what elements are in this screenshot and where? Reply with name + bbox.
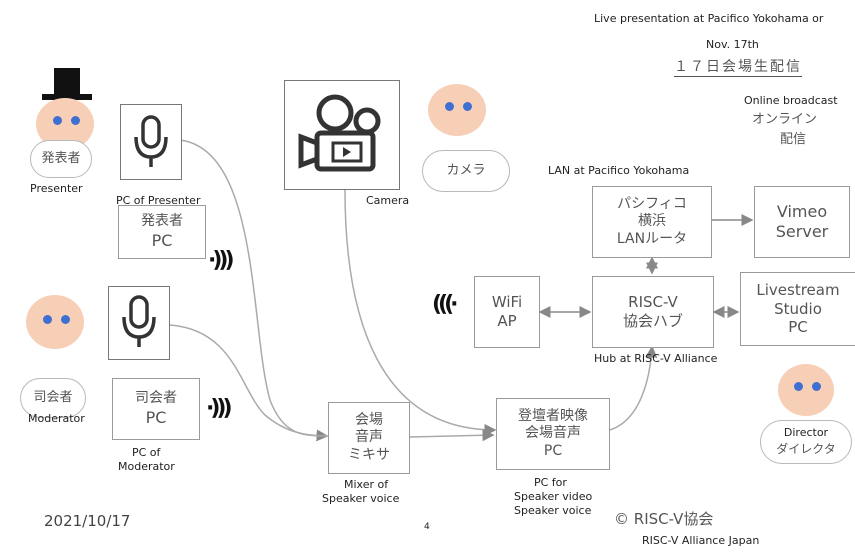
- moderator-pc-box: 司会者 PC: [112, 378, 200, 440]
- footer-organization: RISC-V Alliance Japan: [642, 534, 760, 547]
- header-line-3: １７日会場生配信: [674, 56, 802, 77]
- camera-label: Camera: [366, 194, 410, 207]
- presenter-pc-caption: PC of Presenter: [116, 194, 201, 207]
- camera-person-bubble: カメラ: [422, 150, 510, 192]
- moderator-jp: 司会者: [33, 390, 73, 406]
- router-caption: LAN at Pacifico Yokohama: [548, 164, 690, 177]
- online-broadcast-jp-1: オンライン: [752, 112, 818, 127]
- hub-line-1: RISC-V: [628, 293, 678, 312]
- moderator-microphone-icon: [108, 286, 170, 360]
- speaker-pc-line-1: 登壇者映像: [518, 407, 588, 424]
- line-speaker-pc-to-hub: [609, 345, 658, 431]
- wireless-signal-icon: ·))): [206, 396, 232, 421]
- moderator-pc-pc: PC: [145, 407, 167, 427]
- online-broadcast-jp-2: 配信: [780, 132, 807, 147]
- speaker-pc-line-2: 会場音声: [525, 425, 581, 442]
- header-line-2: Nov. 17th: [706, 38, 759, 51]
- moderator-pc-jp: 司会者: [135, 390, 177, 407]
- hub-caption: Hub at RISC-V Alliance: [594, 352, 718, 365]
- director-face: [778, 364, 834, 416]
- director-en: Director: [783, 426, 829, 440]
- livestream-line-1: Livestream: [756, 280, 840, 299]
- top-hat-icon: [42, 68, 92, 104]
- moderator-pc-caption-1: PC of: [132, 446, 161, 459]
- footer-page-number: 4: [424, 522, 430, 532]
- vimeo-line-1: Vimeo: [776, 202, 828, 221]
- wifi-line-1: WiFi: [491, 293, 523, 312]
- presenter-microphone-icon: [120, 104, 182, 180]
- video-camera-icon: [284, 80, 400, 190]
- livestream-line-2: Studio: [774, 299, 822, 318]
- moderator-bubble: 司会者: [20, 378, 86, 418]
- wifi-ap-box: WiFi AP: [474, 276, 540, 348]
- presenter-jp: 発表者: [41, 151, 81, 167]
- footer-copyright: © RISC-V協会: [614, 510, 714, 528]
- lan-router-box: パシフィコ 横浜 LANルータ: [592, 186, 712, 258]
- moderator-face: [26, 295, 84, 349]
- speaker-pc-caption-2: Speaker video: [514, 490, 593, 503]
- wireless-signal-icon: ·))): [208, 248, 234, 273]
- mixer-caption-1: Mixer of: [344, 478, 389, 491]
- wifi-line-2: AP: [497, 312, 517, 330]
- director-bubble: Director ダイレクタ: [760, 420, 852, 464]
- speaker-pc-caption-3: Speaker voice: [514, 504, 592, 517]
- header-line-1: Live presentation at Pacifico Yokohama o…: [594, 12, 824, 25]
- line-mixer-to-speaker-pc: [409, 429, 495, 442]
- livestream-line-3: PC: [788, 318, 808, 337]
- presenter-bubble: 発表者: [30, 140, 92, 178]
- presenter-pc-jp: 発表者: [141, 213, 183, 230]
- presenter-label: Presenter: [30, 182, 83, 195]
- wireless-signal-icon: (((·: [432, 292, 458, 317]
- director-jp: ダイレクタ: [776, 442, 836, 457]
- moderator-label: Moderator: [28, 412, 85, 425]
- mixer-line-3: ミキサ: [348, 446, 390, 463]
- mixer-box: 会場 音声 ミキサ: [328, 402, 410, 474]
- line-camera-to-speaker-pc: [344, 189, 497, 436]
- router-line-2: 横浜: [638, 213, 666, 230]
- camera-person-face: [428, 84, 486, 136]
- router-line-1: パシフィコ: [617, 195, 687, 212]
- vimeo-server-box: Vimeo Server: [754, 186, 850, 258]
- speaker-pc-box: 登壇者映像 会場音声 PC: [496, 398, 610, 470]
- risc-v-hub-box: RISC-V 協会ハブ: [592, 276, 714, 348]
- camera-person-jp: カメラ: [446, 163, 486, 179]
- speaker-pc-line-3: PC: [543, 442, 563, 459]
- moderator-pc-caption-2: Moderator: [118, 460, 175, 473]
- speaker-pc-caption-1: PC for: [534, 476, 567, 489]
- footer-date: 2021/10/17: [44, 512, 131, 530]
- vimeo-line-2: Server: [775, 222, 829, 241]
- presenter-pc-box: 発表者 PC: [118, 205, 206, 259]
- mixer-caption-2: Speaker voice: [322, 492, 400, 505]
- mixer-line-2: 音声: [355, 429, 383, 446]
- presenter-pc-pc: PC: [151, 230, 173, 250]
- online-broadcast-label: Online broadcast: [744, 94, 838, 107]
- hub-line-2: 協会ハブ: [622, 312, 683, 330]
- livestream-studio-box: Livestream Studio PC: [740, 272, 855, 346]
- mixer-line-1: 会場: [355, 411, 383, 428]
- line-moderator-mic-to-mixer: [169, 324, 328, 437]
- router-line-3: LANルータ: [616, 230, 688, 247]
